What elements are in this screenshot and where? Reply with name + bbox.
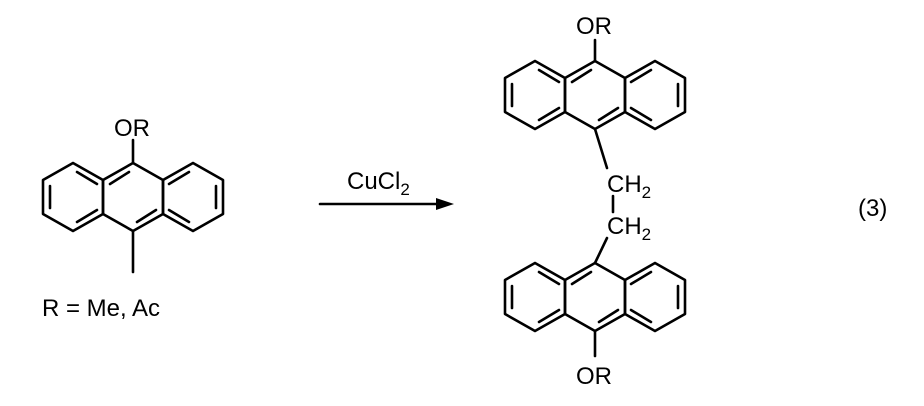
- product-top-or-label: OR: [576, 13, 612, 40]
- equation-number: (3): [858, 195, 887, 222]
- reagent-label: CuCl2: [347, 168, 410, 199]
- ethylene-linker: [593, 127, 615, 265]
- product-top-anthracene: [503, 38, 687, 131]
- product-bottom-or-label: OR: [576, 363, 612, 390]
- r-definition-label: R = Me, Ac: [42, 295, 160, 322]
- reactant-or-label: OR: [114, 115, 150, 142]
- reaction-arrow: [318, 198, 454, 210]
- linker-lower-ch2-label: CH2: [607, 213, 651, 244]
- product-bottom-anthracene: [503, 261, 687, 358]
- linker-upper-ch2-label: CH2: [607, 171, 651, 202]
- reactant-anthracene: [41, 138, 225, 274]
- arrowhead-icon: [436, 198, 454, 210]
